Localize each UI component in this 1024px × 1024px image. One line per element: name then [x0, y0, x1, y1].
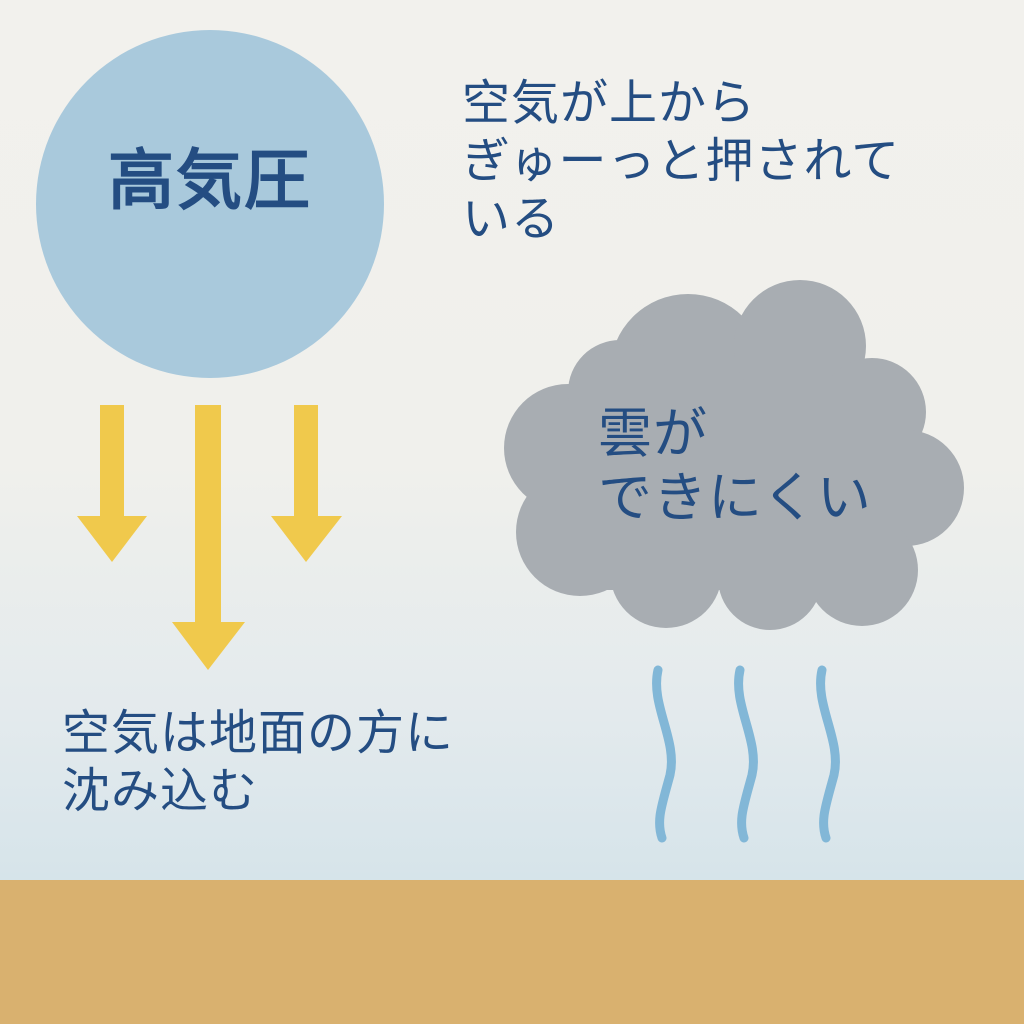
- ground: [0, 880, 1024, 1024]
- wavy-line-icon: [652, 665, 676, 843]
- sink-text-line-2: 沈み込む: [62, 763, 259, 819]
- cloud-text-line-1: 雲が: [598, 402, 708, 465]
- down-arrow-icon: [77, 405, 147, 562]
- cloud-icon: [504, 280, 964, 630]
- wavy-lines: [652, 665, 840, 843]
- pressed-text-line-1: 空気が上から: [462, 75, 757, 131]
- pressed-from-above-text: 空気が上から ぎゅーっと押されて いる: [462, 74, 982, 248]
- high-pressure-circle: [36, 30, 384, 378]
- cloud-text-line-2: できにくい: [598, 466, 872, 529]
- sinks-to-ground-text: 空気は地面の方に 沈み込む: [62, 704, 622, 820]
- cloud-text: 雲が できにくい: [598, 402, 938, 530]
- down-arrow-icon: [172, 405, 245, 670]
- down-arrow-icon: [271, 405, 342, 562]
- wavy-line-icon: [816, 665, 840, 843]
- high-pressure-label: 高気圧: [108, 142, 312, 219]
- sink-text-line-1: 空気は地面の方に: [62, 705, 455, 761]
- wavy-line-icon: [734, 665, 758, 843]
- pressed-text-line-3: いる: [462, 191, 561, 247]
- pressed-text-line-2: ぎゅーっと押されて: [462, 133, 901, 189]
